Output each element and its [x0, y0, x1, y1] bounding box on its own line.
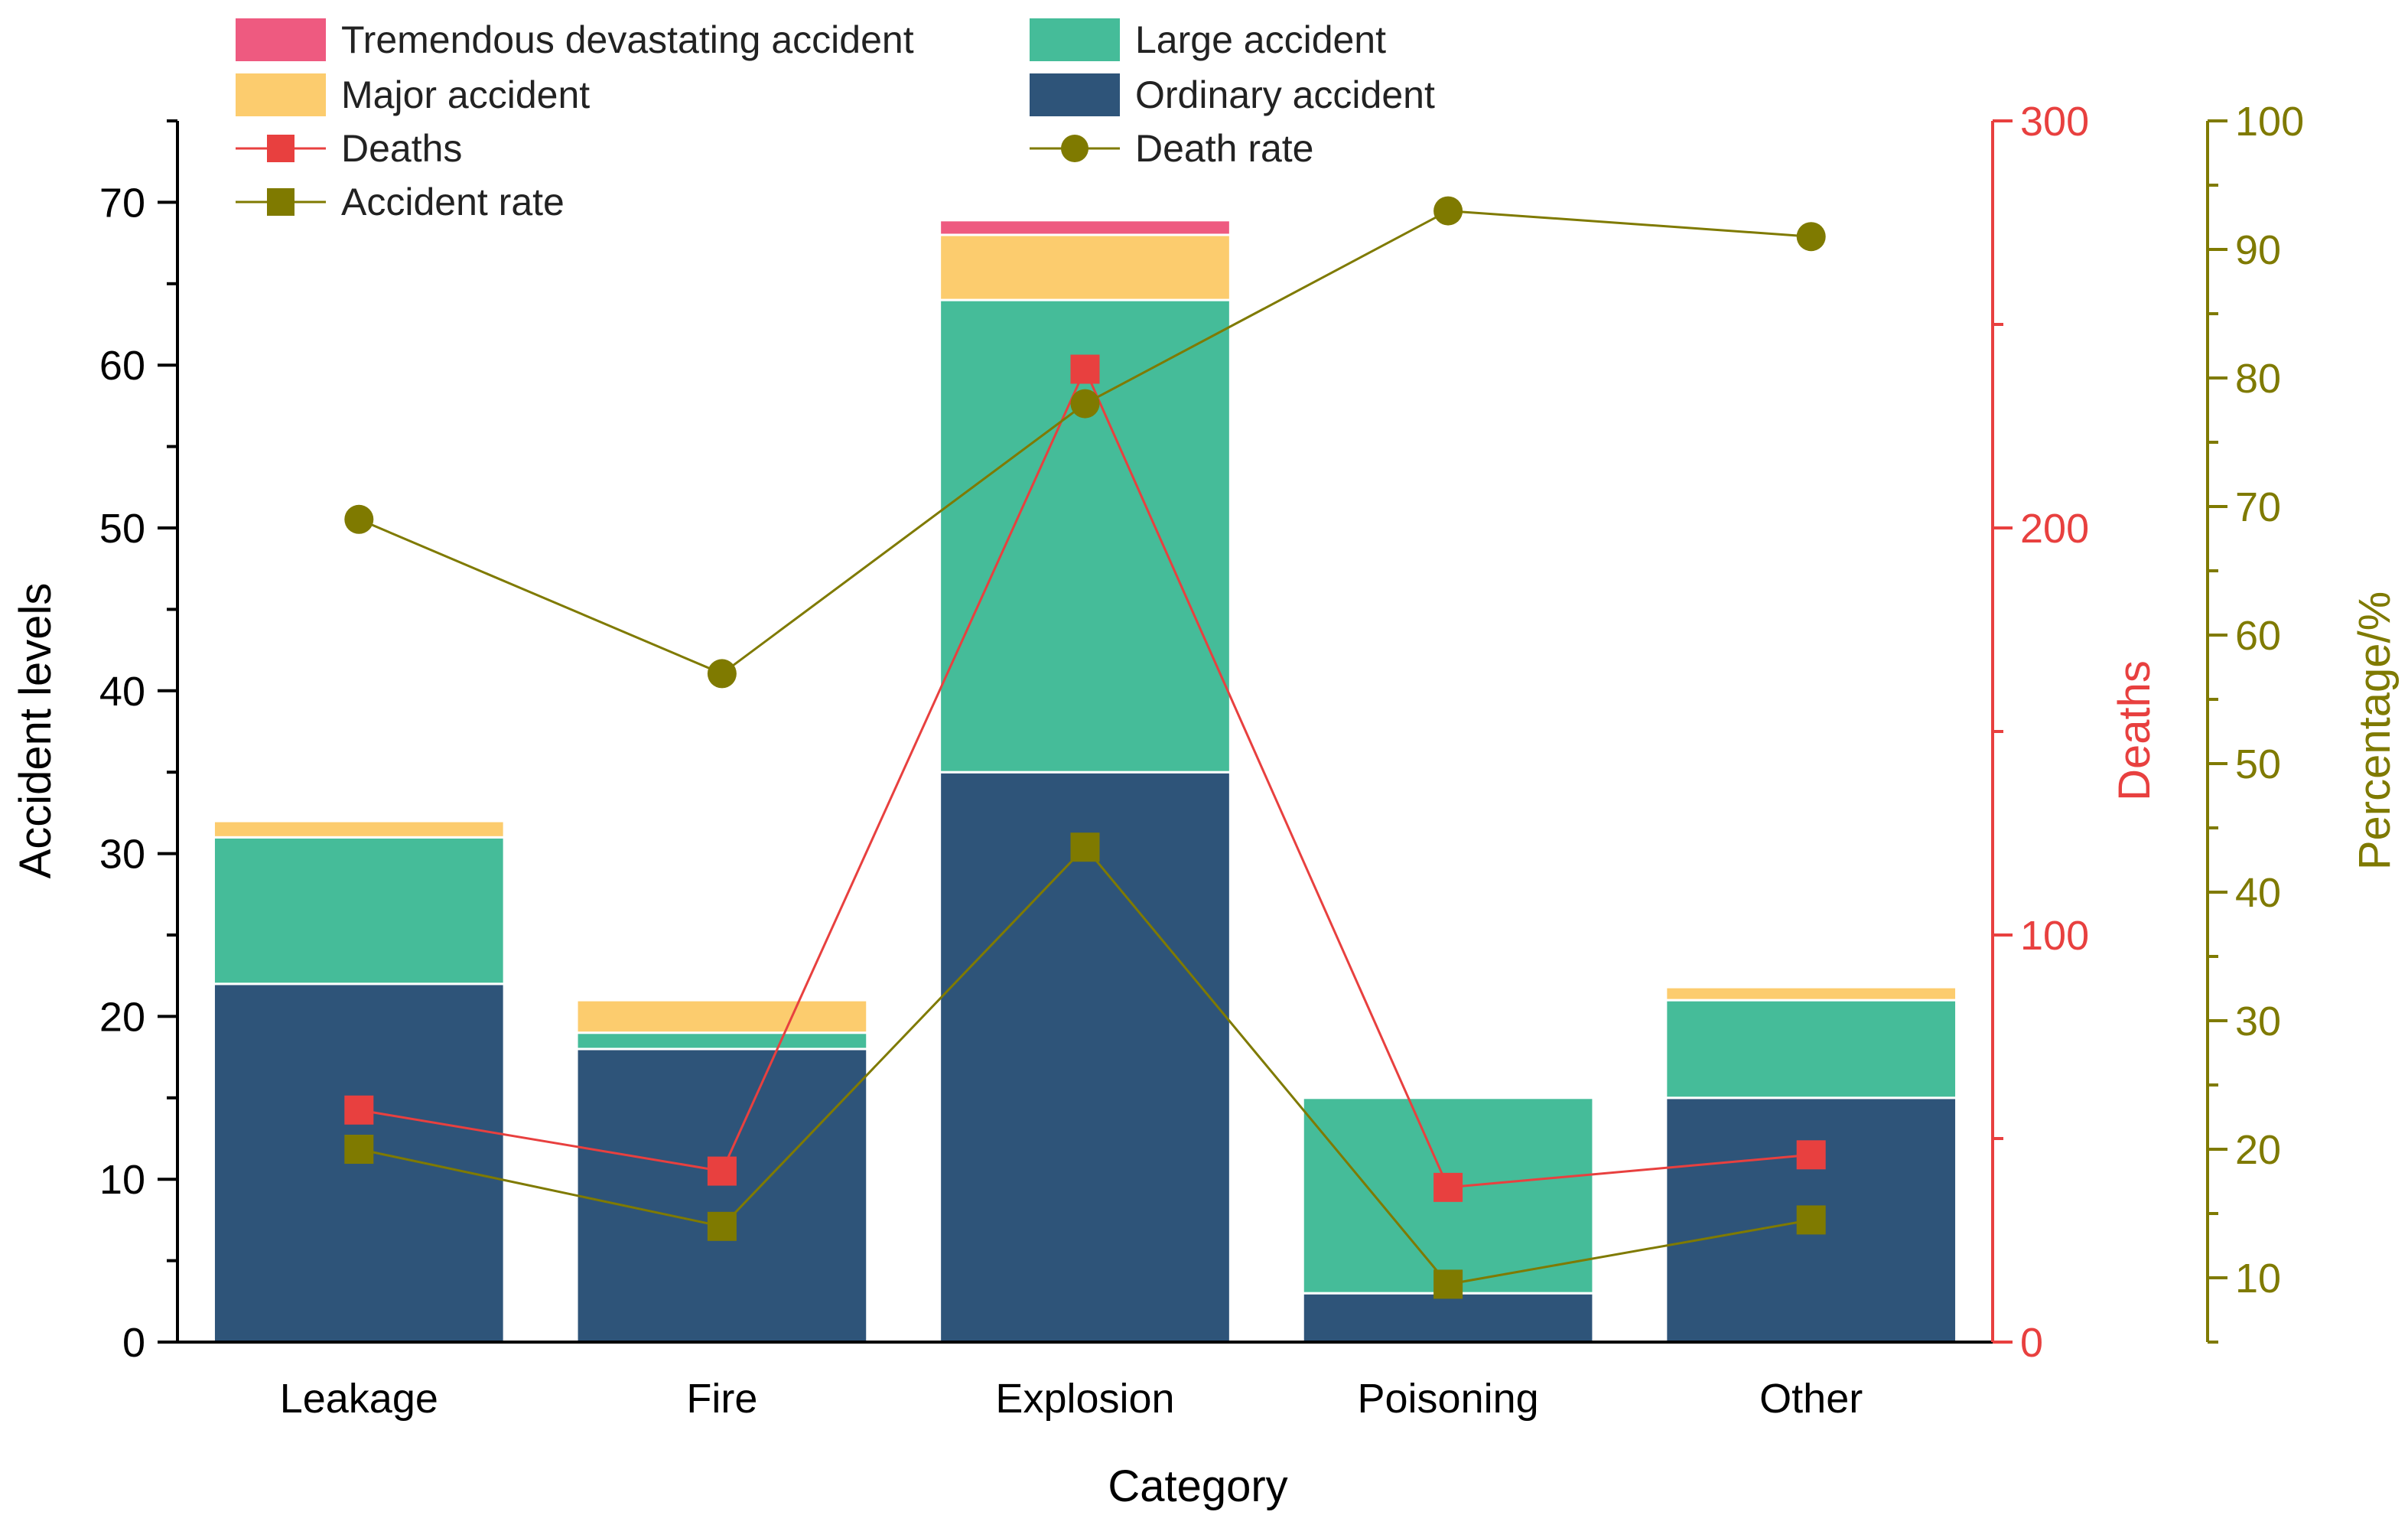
y-tick-label-40: 40 [99, 669, 145, 715]
legend-major-accident-label: Major accident [341, 73, 590, 116]
axes-group: 0 10 20 30 40 50 60 70 0 100 200 300 10 20 30 40 50 60 70 8… [99, 99, 2304, 1422]
y-tick-label-10: 10 [99, 1157, 145, 1203]
y-axis-title: Accident levels [11, 583, 60, 879]
percentage-tick-label-100: 100 [2235, 99, 2304, 145]
legend-accident-rate-label: Accident rate [341, 181, 565, 223]
x-tick-label-poisoning: Poisoning [1358, 1376, 1539, 1422]
legend-death-rate-label: Death rate [1135, 127, 1313, 170]
y-tick-label-50: 50 [99, 506, 145, 552]
deaths-tick-label-0: 0 [2020, 1320, 2043, 1366]
percentage-tick-label-50: 50 [2235, 741, 2281, 787]
line-group [344, 196, 1826, 1299]
point-death-rate-other [1796, 222, 1826, 252]
point-deaths-explosion [1070, 354, 1100, 384]
x-tick-label-leakage: Leakage [280, 1376, 438, 1422]
bar-major-accident-leakage [212, 819, 506, 839]
deaths-tick-label-100: 100 [2020, 913, 2089, 959]
x-tick-label-explosion: Explosion [995, 1376, 1174, 1422]
point-death-rate-explosion [1070, 389, 1100, 419]
legend-tremendous-devastating-accident-label: Tremendous devastating accident [341, 18, 914, 61]
legend-ordinary-accident-label: Ordinary accident [1135, 73, 1435, 116]
point-death-rate-fire [707, 659, 737, 689]
legend-death-rate-marker [1061, 135, 1088, 162]
y-tick-label-20: 20 [99, 994, 145, 1040]
point-deaths-leakage [344, 1095, 374, 1125]
percentage-tick-label-20: 20 [2235, 1127, 2281, 1173]
point-accident-rate-other [1796, 1205, 1826, 1235]
legend-large-accident-swatch [1030, 18, 1120, 61]
legend-accident-rate-marker [267, 188, 294, 216]
point-accident-rate-fire [707, 1211, 737, 1241]
bar-large-accident-leakage [212, 836, 506, 986]
point-deaths-poisoning [1433, 1172, 1463, 1202]
legend: Tremendous devastating accident Large acc… [236, 18, 1435, 223]
legend-major-accident-swatch [236, 73, 326, 116]
percentage-tick-label-60: 60 [2235, 613, 2281, 659]
y-tick-label-60: 60 [99, 343, 145, 389]
bar-ordinary-accident-fire [575, 1047, 869, 1344]
percentage-axis-title: Percentage/% [2350, 591, 2400, 870]
percentage-tick-label-10: 10 [2235, 1256, 2281, 1302]
deaths-tick-label-200: 200 [2020, 506, 2089, 552]
percentage-tick-label-80: 80 [2235, 356, 2281, 402]
point-accident-rate-explosion [1070, 832, 1100, 862]
y-tick-label-70: 70 [99, 180, 145, 226]
y-tick-label-0: 0 [122, 1320, 145, 1366]
legend-tremendous-devastating-accident-swatch [236, 18, 326, 61]
x-tick-label-other: Other [1759, 1376, 1863, 1422]
deaths-tick-label-300: 300 [2020, 99, 2089, 145]
x-axis-title: Category [1108, 1461, 1287, 1511]
percentage-tick-label-40: 40 [2235, 870, 2281, 916]
legend-deaths-marker [267, 135, 294, 162]
bar-major-accident-other [1664, 986, 1958, 1002]
bar-ordinary-accident-poisoning [1301, 1292, 1595, 1344]
point-accident-rate-poisoning [1433, 1269, 1463, 1299]
percentage-tick-label-70: 70 [2235, 484, 2281, 530]
bar-major-accident-explosion [939, 233, 1232, 301]
bar-major-accident-fire [575, 999, 869, 1034]
point-death-rate-poisoning [1433, 196, 1463, 226]
percentage-tick-label-90: 90 [2235, 227, 2281, 273]
legend-deaths-label: Deaths [341, 127, 462, 170]
point-accident-rate-leakage [344, 1135, 374, 1164]
y-tick-label-30: 30 [99, 832, 145, 878]
deaths-axis-title: Deaths [2110, 660, 2159, 801]
bar-tremendous-devastating-accident-explosion [939, 219, 1232, 236]
x-tick-label-fire: Fire [686, 1376, 757, 1422]
legend-ordinary-accident-swatch [1030, 73, 1120, 116]
bar-large-accident-other [1664, 999, 1958, 1100]
point-death-rate-leakage [344, 504, 374, 534]
percentage-tick-label-30: 30 [2235, 999, 2281, 1044]
legend-large-accident-label: Large accident [1135, 18, 1386, 61]
point-deaths-other [1796, 1140, 1826, 1170]
bar-ordinary-accident-explosion [939, 771, 1232, 1344]
bar-large-accident-fire [575, 1031, 869, 1051]
point-deaths-fire [707, 1156, 737, 1186]
